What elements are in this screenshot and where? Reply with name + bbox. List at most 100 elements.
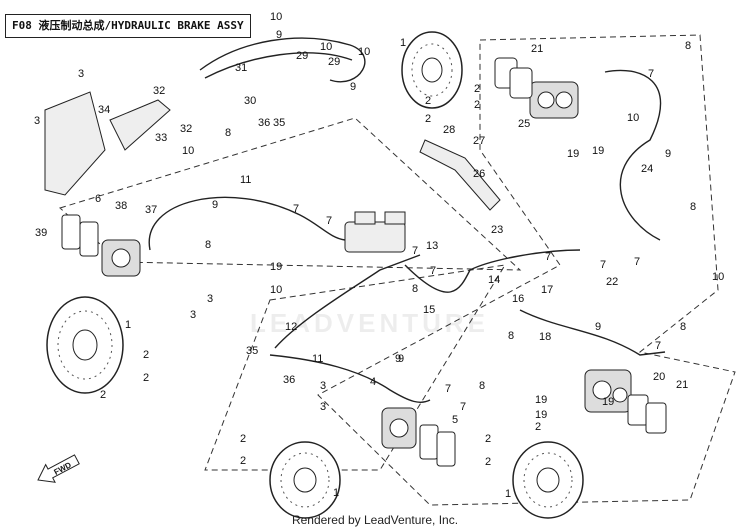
callout-2: 2 (240, 433, 246, 445)
callout-8: 8 (680, 321, 686, 333)
callout-10: 10 (182, 145, 194, 157)
callout-1: 1 (505, 488, 511, 500)
callout-7: 7 (326, 215, 332, 227)
rear-right-region (317, 34, 736, 506)
callout-16: 16 (512, 293, 524, 305)
callout-30: 30 (244, 95, 256, 107)
brake-pads (61, 57, 667, 467)
callout-19: 19 (535, 409, 547, 421)
callout-7: 7 (445, 383, 451, 395)
caliper-rear (529, 81, 579, 119)
diagram-title: F08 液压制动总成/HYDRAULIC BRAKE ASSY (5, 14, 251, 38)
brake-disc-top (401, 31, 463, 109)
callout-22: 22 (606, 276, 618, 288)
callout-14: 14 (488, 274, 500, 286)
callout-2: 2 (474, 83, 480, 95)
caliper-front-left (101, 239, 141, 277)
callout-3: 3 (190, 309, 196, 321)
callout-7: 7 (545, 251, 551, 263)
callout-7: 7 (655, 340, 661, 352)
callout-1: 1 (400, 37, 406, 49)
callout-36: 36 (258, 117, 270, 129)
callout-7: 7 (460, 401, 466, 413)
callout-29: 29 (328, 56, 340, 68)
callout-19: 19 (602, 396, 614, 408)
callout-17: 17 (541, 284, 553, 296)
callout-35: 35 (246, 345, 258, 357)
callout-2: 2 (143, 349, 149, 361)
callout-35: 35 (273, 117, 285, 129)
callout-19: 19 (567, 148, 579, 160)
brake-lines (148, 37, 666, 403)
callout-8: 8 (479, 380, 485, 392)
callout-21: 21 (676, 379, 688, 391)
callout-10: 10 (627, 112, 639, 124)
callout-2: 2 (143, 372, 149, 384)
callout-18: 18 (539, 331, 551, 343)
front-right-region (204, 264, 506, 471)
brake-disc-bottom-left (269, 441, 341, 519)
callout-2: 2 (425, 95, 431, 107)
callout-8: 8 (685, 40, 691, 52)
callout-2: 2 (240, 455, 246, 467)
callout-3: 3 (320, 380, 326, 392)
callout-7: 7 (634, 256, 640, 268)
callout-11: 11 (312, 353, 323, 365)
callout-24: 24 (641, 163, 653, 175)
callout-7: 7 (293, 203, 299, 215)
callout-7: 7 (412, 245, 418, 257)
callout-9: 9 (398, 353, 404, 365)
master-cylinder (344, 211, 406, 253)
watermark: LEADVENTURE (250, 308, 490, 338)
callout-29: 29 (296, 50, 308, 62)
callout-10: 10 (712, 271, 724, 283)
callout-2: 2 (100, 389, 106, 401)
callout-19: 19 (535, 394, 547, 406)
callout-25: 25 (518, 118, 530, 130)
callout-8: 8 (508, 330, 514, 342)
mount-bracket (44, 91, 171, 196)
callout-12: 12 (285, 321, 297, 333)
callout-8: 8 (690, 201, 696, 213)
callout-7: 7 (648, 68, 654, 80)
callout-32: 32 (180, 123, 192, 135)
brake-pedal (419, 139, 501, 211)
callout-10: 10 (358, 46, 370, 58)
brake-disc-left (46, 296, 124, 394)
callout-31: 31 (235, 62, 247, 74)
callout-11: 11 (240, 174, 251, 186)
callout-9: 9 (276, 29, 282, 41)
callout-1: 1 (125, 319, 131, 331)
callout-8: 8 (225, 127, 231, 139)
callout-10: 10 (270, 11, 282, 23)
callout-38: 38 (115, 200, 127, 212)
callout-9: 9 (595, 321, 601, 333)
fwd-arrow: FWD (37, 454, 80, 483)
callout-2: 2 (485, 433, 491, 445)
callout-19: 19 (270, 261, 282, 273)
callout-9: 9 (350, 81, 356, 93)
callout-2: 2 (485, 456, 491, 468)
front-left-region (59, 117, 522, 271)
callout-26: 26 (473, 168, 485, 180)
callout-8: 8 (205, 239, 211, 251)
callout-9: 9 (212, 199, 218, 211)
brake-disc-bottom-right (512, 441, 584, 519)
callout-7: 7 (600, 259, 606, 271)
callout-32: 32 (153, 85, 165, 97)
footer-credit: Rendered by LeadVenture, Inc. (291, 513, 459, 527)
callout-3: 3 (78, 68, 84, 80)
callout-9: 9 (665, 148, 671, 160)
callout-36: 36 (283, 374, 295, 386)
callout-37: 37 (145, 204, 157, 216)
callout-15: 15 (423, 304, 435, 316)
caliper-rear-right (584, 369, 632, 413)
callout-5: 5 (452, 414, 458, 426)
callout-10: 10 (270, 284, 282, 296)
callout-21: 21 (531, 43, 543, 55)
callout-10: 10 (320, 41, 332, 53)
callout-4: 4 (370, 376, 376, 388)
callout-19: 19 (592, 145, 604, 157)
